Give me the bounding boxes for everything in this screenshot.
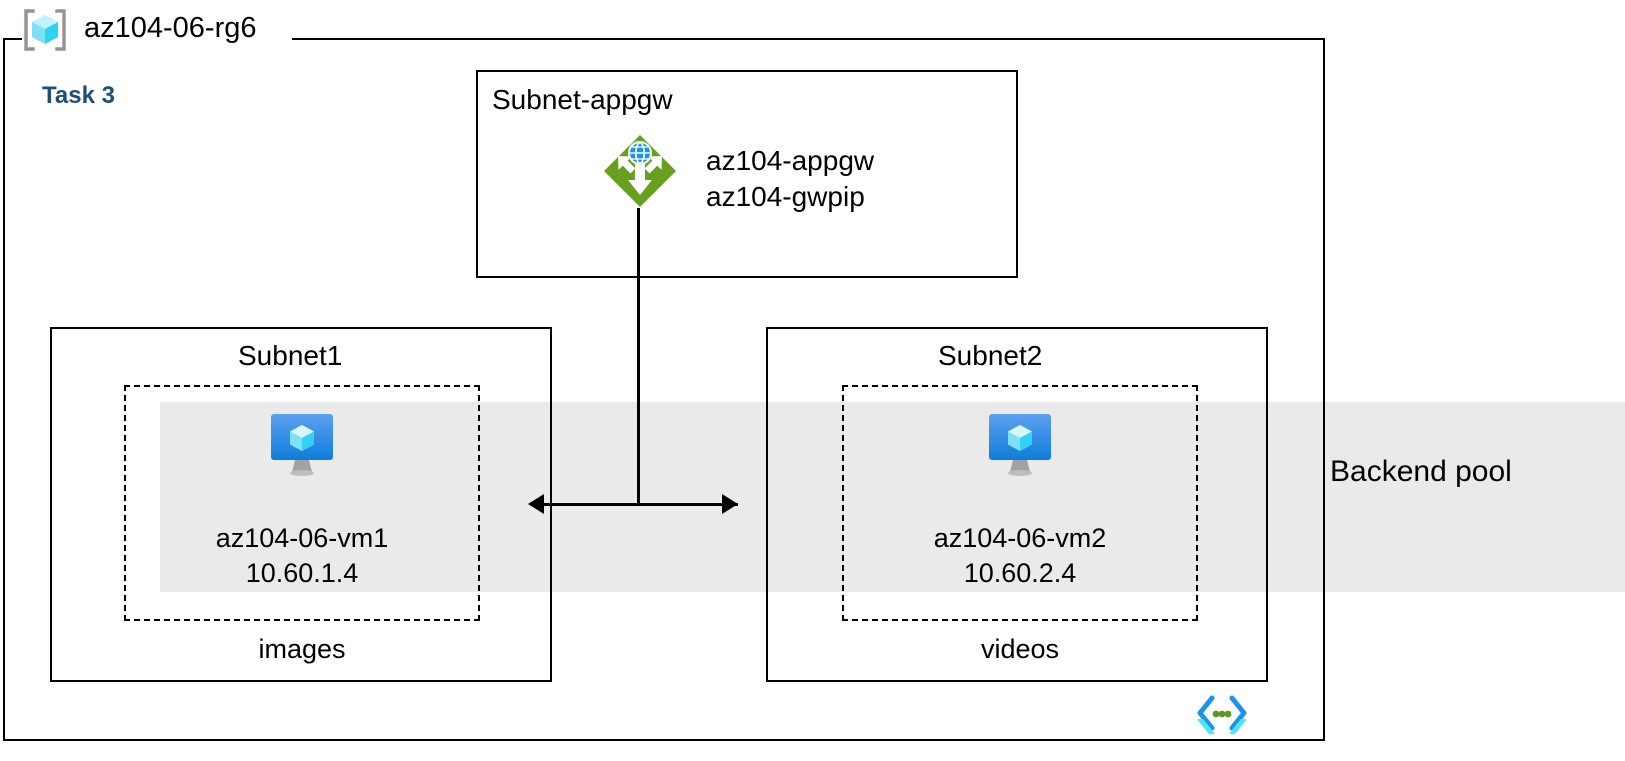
task-label: Task 3 [42, 82, 115, 109]
vm1-ip: 10.60.1.4 [245, 557, 359, 588]
application-gateway-icon [602, 133, 678, 209]
backend-pool-band [160, 402, 1625, 592]
subnet2-sublabel: videos [980, 634, 1060, 664]
subnet1-vm-labels: az104-06-vm1 10.60.1.4 [122, 521, 482, 590]
resource-group-cube-icon [22, 7, 68, 53]
subnet2-vm-dashed-container [842, 385, 1198, 621]
subnet2-title: Subnet2 [938, 340, 1043, 371]
code-brackets-icon [1196, 692, 1248, 734]
vm2-name: az104-06-vm2 [933, 523, 1107, 553]
resource-group-name: az104-06-rg6 [84, 12, 257, 44]
virtual-machine-icon [265, 410, 339, 480]
subnet2-box [766, 327, 1268, 682]
subnet2-vm-labels: az104-06-vm2 10.60.2.4 [840, 521, 1200, 590]
appgw-public-ip-name: az104-gwpip [706, 181, 865, 213]
subnet1-vm-dashed-container [124, 385, 480, 621]
resource-group-title-mask [22, 28, 292, 50]
subnet1-box [50, 327, 552, 682]
backend-pool-connector [538, 503, 738, 506]
subnet1-title: Subnet1 [238, 340, 343, 371]
backend-pool-label: Backend pool [1330, 455, 1512, 488]
appgw-resource-labels: az104-appgw az104-gwpip [706, 143, 874, 216]
subnet1-sublabel: images [258, 634, 346, 664]
arrow-head-left-icon [528, 494, 544, 514]
subnet-appgw-box [476, 70, 1018, 278]
appgw-to-backend-connector [637, 208, 640, 505]
vm2-ip: 10.60.2.4 [963, 557, 1077, 588]
virtual-machine-icon [983, 410, 1057, 480]
arrow-head-right-icon [722, 494, 738, 514]
appgw-name: az104-appgw [706, 145, 875, 176]
resource-group-box [3, 38, 1325, 741]
vm1-name: az104-06-vm1 [215, 523, 389, 553]
subnet-appgw-title: Subnet-appgw [492, 84, 673, 115]
